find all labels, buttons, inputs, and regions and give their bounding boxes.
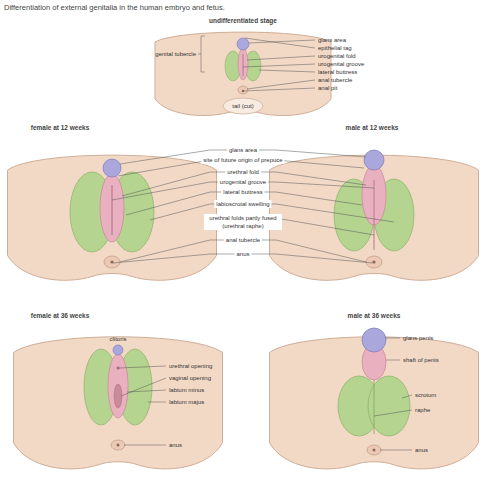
stage-heading: female at 12 weeks	[31, 124, 90, 132]
part-label: vaginal opening	[169, 374, 211, 382]
part-label: shaft of penis	[403, 356, 439, 364]
part-label: clitoris	[109, 335, 126, 343]
stage-heading: male at 12 weeks	[346, 124, 399, 132]
part-label: urethral fold	[225, 168, 261, 176]
part-label: urogenital groove	[218, 178, 268, 186]
part-label: urethral opening	[169, 362, 212, 370]
part-label: anus	[169, 441, 182, 449]
stage-heading: female at 36 weeks	[31, 312, 90, 320]
part-label: urethral folds partly fused (urethral ra…	[204, 214, 282, 230]
part-label: anus	[234, 250, 251, 258]
male-36-figure	[270, 328, 479, 469]
part-label: site of future origin of prepuce	[201, 156, 284, 164]
part-label: labium minus	[169, 386, 204, 394]
part-label: labioscrotal swelling	[214, 200, 271, 208]
male-12-figure	[270, 150, 479, 280]
part-label: glans area	[227, 146, 259, 154]
part-label: raphe	[415, 406, 430, 414]
leader-lines	[119, 338, 412, 450]
part-label: urogenital fold	[318, 52, 356, 60]
diagram-title: Differentiation of external genitalia in…	[4, 3, 225, 12]
part-label: lateral buttress	[318, 68, 357, 76]
stage-heading: male at 36 weeks	[348, 312, 401, 320]
part-label: urogenital groove	[318, 60, 364, 68]
part-label: epithelial tag	[318, 44, 352, 52]
part-label: genital tubercle	[155, 50, 196, 58]
part-label: lateral buttress	[221, 188, 264, 196]
part-label: anal tubercle	[224, 236, 262, 244]
leader-lines	[112, 150, 394, 263]
leader-lines	[198, 36, 315, 91]
part-label: tail (cut)	[232, 102, 253, 110]
part-label: anal pit	[318, 84, 337, 92]
part-label: anal tubercle	[318, 76, 352, 84]
stage-heading: undifferentiated stage	[209, 17, 277, 25]
female-36-figure	[13, 337, 222, 469]
part-label: scrotum	[415, 391, 436, 399]
female-12-figure	[7, 155, 216, 280]
part-label: anus	[415, 446, 428, 454]
part-label: glans area	[318, 36, 346, 44]
part-label: glans penis	[403, 334, 433, 342]
undifferentiated-figure	[155, 32, 331, 115]
part-label: labium majus	[169, 398, 204, 406]
